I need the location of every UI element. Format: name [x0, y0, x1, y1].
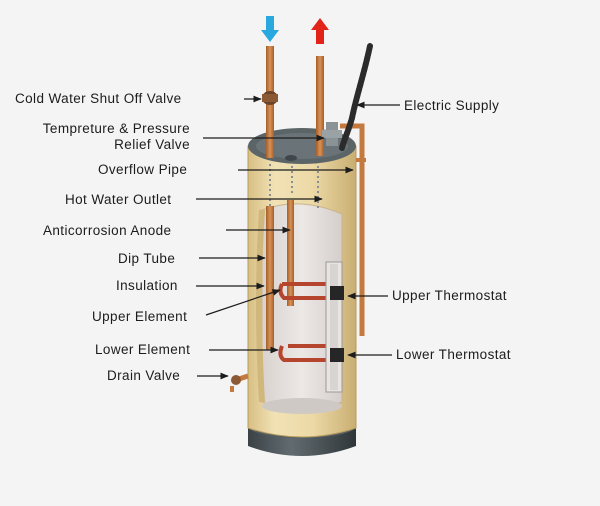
insulation-layer: [256, 209, 265, 403]
hot-outlet-pipe: [316, 56, 324, 156]
label-lower-element: Lower Element: [95, 342, 191, 357]
lower-element-coil: [278, 344, 328, 362]
label-anticorrosion-anode: Anticorrosion Anode: [43, 223, 172, 238]
leader-lines: [196, 95, 400, 380]
label-cold-water-shut-off-valve: Cold Water Shut Off Valve: [15, 91, 182, 106]
arrow-down-icon: [261, 16, 279, 42]
label-relief-valve-line2: Relief Valve: [114, 137, 190, 152]
anode-rod: [287, 200, 294, 306]
cold-valve: [262, 91, 278, 105]
label-upper-thermostat: Upper Thermostat: [392, 288, 507, 303]
electric-cable: [339, 43, 373, 151]
label-drain-valve: Drain Valve: [107, 368, 181, 383]
label-relief-valve-line1: Tempreture & Pressure: [42, 121, 190, 136]
label-insulation: Insulation: [116, 278, 178, 293]
dip-tube: [266, 206, 274, 350]
relief-valve: [322, 122, 342, 146]
label-overflow-pipe: Overflow Pipe: [98, 162, 188, 177]
label-hot-water-outlet: Hot Water Outlet: [65, 192, 172, 207]
label-lower-thermostat: Lower Thermostat: [396, 347, 511, 362]
label-upper-element: Upper Element: [92, 309, 188, 324]
drain-valve: [230, 373, 249, 392]
label-dip-tube: Dip Tube: [118, 251, 176, 266]
arrow-up-icon: [311, 18, 329, 44]
thermostat-panel: [325, 261, 344, 393]
label-electric-supply: Electric Supply: [404, 98, 500, 113]
